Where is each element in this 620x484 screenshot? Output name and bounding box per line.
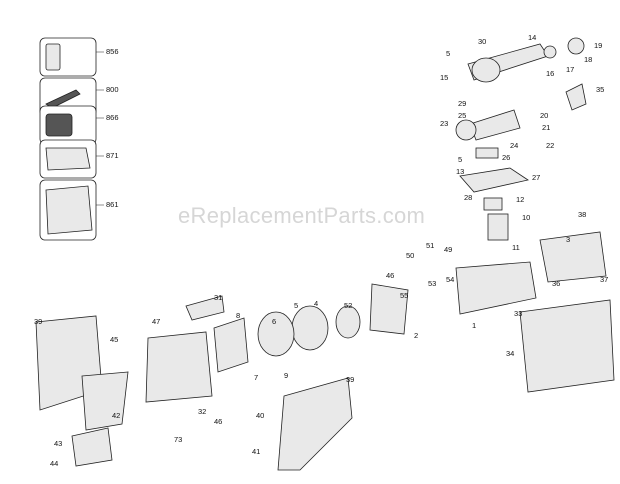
label-31: 31 <box>214 293 222 302</box>
label-800: 800 <box>106 85 119 94</box>
kit-item-861 <box>39 179 104 241</box>
label-46-top: 46 <box>386 271 394 280</box>
label-47: 47 <box>152 317 160 326</box>
label-39-right: 39 <box>346 375 354 384</box>
label-54: 54 <box>446 275 454 284</box>
label-43: 43 <box>54 439 62 448</box>
label-25: 25 <box>458 111 466 120</box>
label-36: 36 <box>552 279 560 288</box>
label-29: 29 <box>458 99 466 108</box>
label-5b: 5 <box>458 155 462 164</box>
label-37: 37 <box>600 275 608 284</box>
label-23: 23 <box>440 119 448 128</box>
label-10: 10 <box>522 213 530 222</box>
label-19: 19 <box>594 41 602 50</box>
label-8: 8 <box>236 311 240 320</box>
label-866: 866 <box>106 113 119 122</box>
label-20: 20 <box>540 111 548 120</box>
label-27: 27 <box>532 173 540 182</box>
label-21: 21 <box>542 123 550 132</box>
label-4: 4 <box>314 299 318 308</box>
label-17: 17 <box>566 65 574 74</box>
label-51: 51 <box>426 241 434 250</box>
label-15: 15 <box>440 73 448 82</box>
label-50: 50 <box>406 251 414 260</box>
label-53: 53 <box>428 279 436 288</box>
label-41: 41 <box>252 447 260 456</box>
label-38: 38 <box>578 210 586 219</box>
label-55: 55 <box>400 291 408 300</box>
label-46-bottom: 46 <box>214 417 222 426</box>
label-39-left: 39 <box>34 317 42 326</box>
label-32: 32 <box>198 407 206 416</box>
kit-item-871 <box>39 139 104 179</box>
label-856: 856 <box>106 47 119 56</box>
label-40: 40 <box>256 411 264 420</box>
watermark: eReplacementParts.com <box>178 203 426 228</box>
kit-item-866 <box>39 105 104 145</box>
label-9: 9 <box>284 371 288 380</box>
label-7: 7 <box>254 373 258 382</box>
label-1: 1 <box>472 321 476 330</box>
label-871: 871 <box>106 151 119 160</box>
label-52: 52 <box>344 301 352 310</box>
label-18: 18 <box>584 55 592 64</box>
label-5c: 5 <box>294 301 298 310</box>
label-30: 30 <box>478 37 486 46</box>
label-22: 22 <box>546 141 554 150</box>
label-13: 13 <box>456 167 464 176</box>
label-26: 26 <box>502 153 510 162</box>
label-33: 33 <box>514 309 522 318</box>
label-44: 44 <box>50 459 58 468</box>
label-12: 12 <box>516 195 524 204</box>
label-6: 6 <box>272 317 276 326</box>
label-42: 42 <box>112 411 120 420</box>
label-16: 16 <box>546 69 554 78</box>
label-14: 14 <box>528 33 536 42</box>
label-28: 28 <box>464 193 472 202</box>
kit-item-856 <box>39 37 104 77</box>
label-49: 49 <box>444 245 452 254</box>
label-45: 45 <box>110 335 118 344</box>
label-861: 861 <box>106 200 119 209</box>
upper-assembly <box>455 37 587 241</box>
label-3: 3 <box>566 235 570 244</box>
label-11: 11 <box>512 243 520 252</box>
label-73: 73 <box>174 435 182 444</box>
label-2: 2 <box>414 331 418 340</box>
label-34: 34 <box>506 349 514 358</box>
label-5: 5 <box>446 49 450 58</box>
label-35: 35 <box>596 85 604 94</box>
label-24: 24 <box>510 141 518 150</box>
main-assembly <box>35 231 615 471</box>
